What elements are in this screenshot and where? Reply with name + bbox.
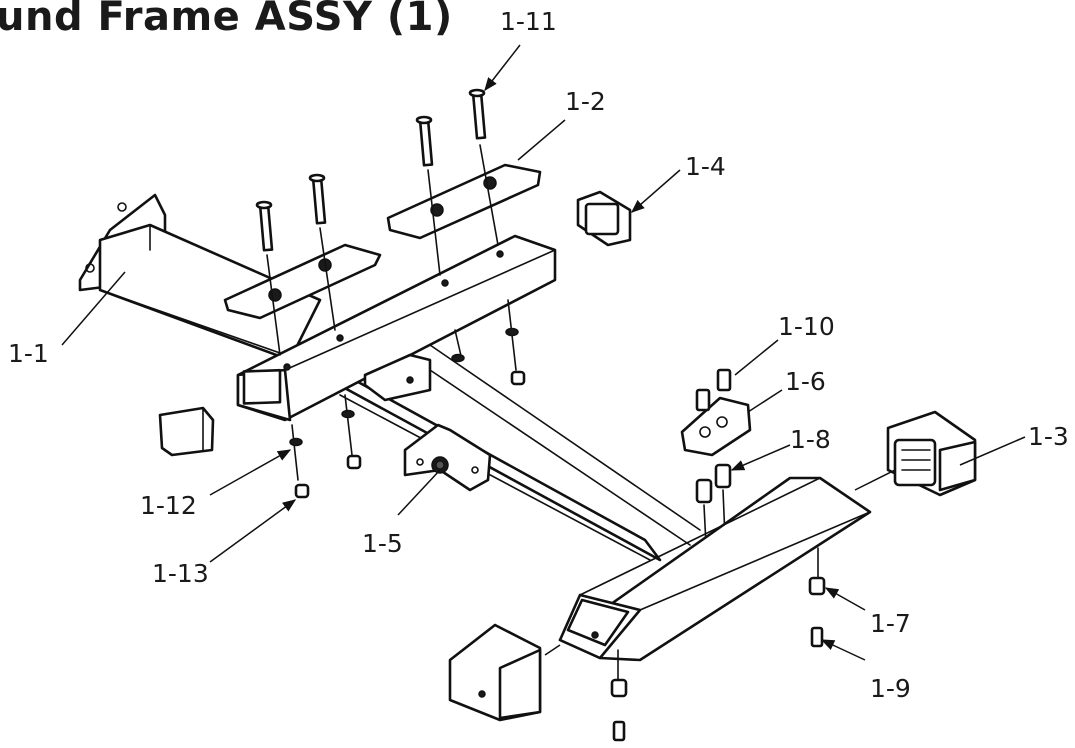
label-1-3: 1-3 [1028,422,1069,451]
label-1-7: 1-7 [870,609,911,638]
part-1-3-foot-cover-right [886,410,977,497]
label-1-13: 1-13 [152,559,209,588]
label-1-11: 1-11 [500,7,557,36]
diagram-title: und Frame ASSY (1) [0,0,453,40]
part-1-4-end-cap-right [576,190,632,247]
main-cross-tube [236,234,557,422]
center-bracket-block [363,353,432,402]
label-1-2: 1-2 [565,87,606,116]
part-1-11-bolts [255,88,487,252]
label-1-8: 1-8 [790,425,831,454]
part-labels: 1-11 1-2 1-4 1-1 1-10 1-6 1-8 1-3 1-12 1… [8,7,1069,703]
label-1-10: 1-10 [778,312,835,341]
label-1-1: 1-1 [8,339,49,368]
part-1-12-washers-1-13-nuts [289,327,526,499]
leader-lines [61,44,1026,661]
part-1-6-mount-plate [680,396,752,457]
part-1-7-nuts-1-9-bolts [610,547,826,742]
part-1-5-pivot-bracket [403,423,492,492]
end-cap-left [158,406,215,457]
part-1-2-clamp-plate-right [386,163,542,240]
label-1-4: 1-4 [685,152,726,181]
part-1-10-socket-bolts [695,368,732,412]
part-1-1-side-arm [78,193,322,362]
front-cross-tube [558,476,872,662]
label-1-9: 1-9 [870,674,911,703]
foot-cover-left [448,623,542,722]
part-1-8-spacers [695,463,732,552]
label-1-6: 1-6 [785,367,826,396]
label-1-5: 1-5 [362,529,403,558]
label-1-12: 1-12 [140,491,197,520]
